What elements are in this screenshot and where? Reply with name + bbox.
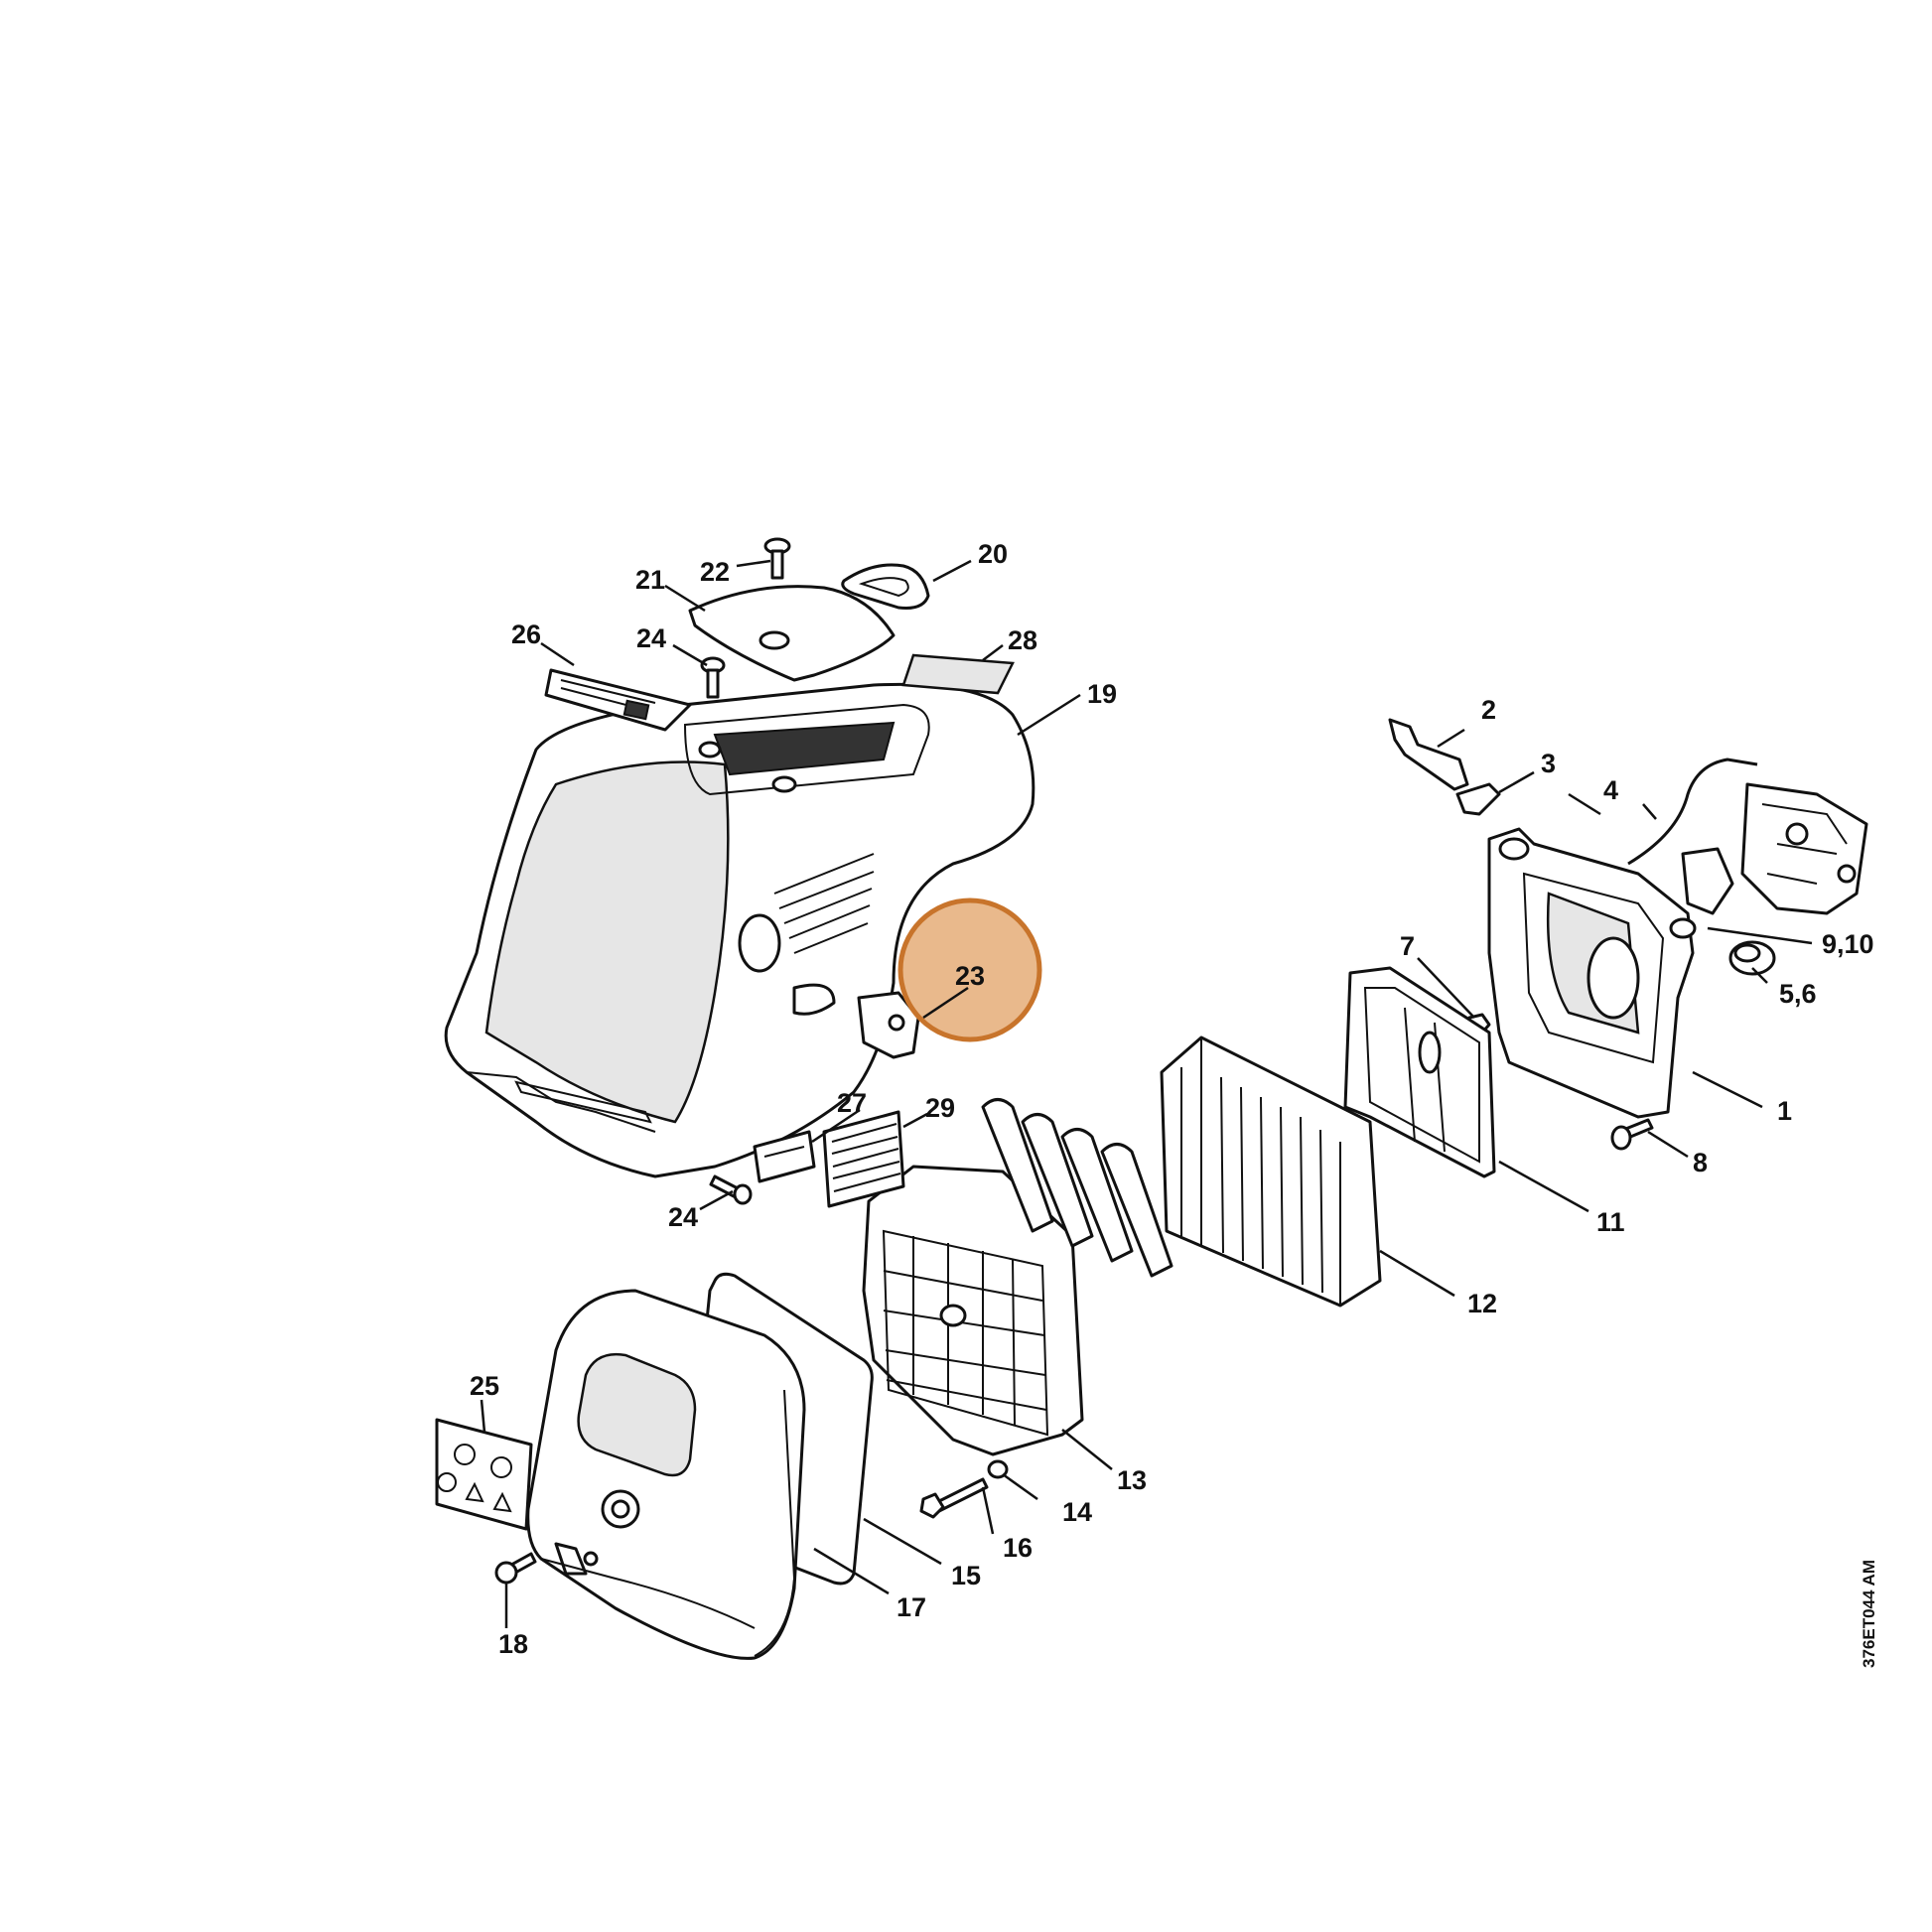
label-18[interactable]: 18: [498, 1629, 528, 1659]
part-13-filter-housing[interactable]: [862, 1098, 1173, 1456]
label-27[interactable]: 27: [837, 1088, 867, 1118]
label-23[interactable]: 23: [955, 961, 985, 991]
part-27-label[interactable]: [753, 1130, 816, 1183]
part-11-filter-frame[interactable]: [1343, 966, 1496, 1178]
label-24-top[interactable]: 24: [636, 623, 666, 653]
label-16[interactable]: 16: [1003, 1533, 1033, 1563]
label-25[interactable]: 25: [470, 1371, 499, 1401]
label-12[interactable]: 12: [1467, 1289, 1497, 1318]
label-17[interactable]: 17: [897, 1592, 926, 1622]
part-14-washer[interactable]: [987, 1459, 1009, 1479]
label-14[interactable]: 14: [1062, 1497, 1092, 1527]
label-11[interactable]: 11: [1596, 1207, 1625, 1237]
label-20[interactable]: 20: [978, 539, 1008, 569]
label-1[interactable]: 1: [1777, 1096, 1792, 1126]
part-9-10-carburetor[interactable]: [1681, 782, 1868, 915]
part-26-label[interactable]: [544, 668, 692, 732]
label-19[interactable]: 19: [1087, 679, 1117, 709]
part-22-screw[interactable]: [763, 537, 791, 580]
part-25-warning-label[interactable]: [435, 1418, 533, 1531]
part-18-screw[interactable]: [494, 1552, 537, 1585]
part-labels: 2 3 4 5,6 7 8 9,10 1 11 12 13 14 16 15 1…: [470, 539, 1874, 1659]
part-17-filter-cover[interactable]: [526, 1289, 806, 1660]
label-26[interactable]: 26: [511, 620, 541, 649]
part-28-label[interactable]: [901, 653, 1015, 695]
label-5-6[interactable]: 5,6: [1779, 979, 1817, 1009]
part-16-bolt[interactable]: [919, 1477, 989, 1519]
label-22[interactable]: 22: [700, 557, 730, 587]
part-1-carb-box[interactable]: [1487, 827, 1697, 1119]
label-9-10[interactable]: 9,10: [1822, 929, 1874, 959]
label-8[interactable]: 8: [1693, 1148, 1708, 1177]
part-23-bracket[interactable]: [857, 991, 920, 1059]
highlight-marker-23[interactable]: [897, 897, 1042, 1042]
part-21-cover-plate[interactable]: [688, 585, 896, 682]
label-15[interactable]: 15: [951, 1561, 981, 1590]
part-24-screw-top[interactable]: [700, 656, 726, 699]
label-21[interactable]: 21: [635, 565, 665, 595]
part-3-clip[interactable]: [1455, 782, 1501, 816]
label-13[interactable]: 13: [1117, 1465, 1147, 1495]
part-29-label[interactable]: [822, 1110, 905, 1208]
part-12-air-filter[interactable]: [1160, 1035, 1382, 1308]
shroud-part-19[interactable]: [444, 682, 1035, 1178]
drawing-code: 376ET044 AM: [1860, 1560, 1878, 1668]
part-8-screw[interactable]: [1610, 1118, 1654, 1151]
leader-lines: [480, 559, 1813, 1628]
label-4[interactable]: 4: [1603, 775, 1618, 805]
part-4-hose[interactable]: [1627, 758, 1758, 866]
label-3[interactable]: 3: [1541, 749, 1556, 778]
label-28[interactable]: 28: [1008, 625, 1037, 655]
label-7[interactable]: 7: [1400, 931, 1415, 961]
label-2[interactable]: 2: [1481, 695, 1496, 725]
part-5-6-primer[interactable]: [1728, 940, 1776, 976]
label-29[interactable]: 29: [925, 1093, 955, 1123]
part-2-lever[interactable]: [1388, 718, 1469, 791]
part-20-grip[interactable]: [841, 563, 930, 610]
label-24-bottom[interactable]: 24: [668, 1202, 698, 1232]
